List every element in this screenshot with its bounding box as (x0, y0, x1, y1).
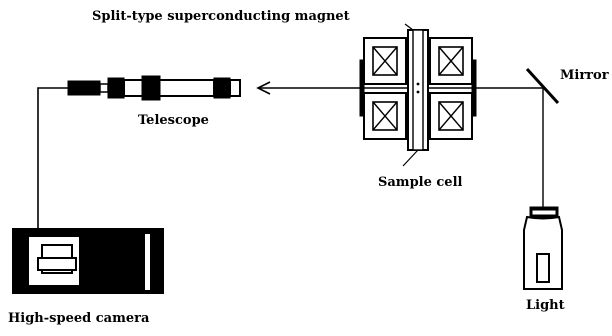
telescope-label: Telescope (138, 113, 209, 128)
camera-label: High-speed camera (8, 311, 150, 326)
coil-bottom-right (429, 92, 473, 140)
light-label: Light (526, 298, 565, 313)
mirror (525, 67, 560, 105)
coil-top-left (363, 37, 407, 85)
magnet-label: Split-type superconducting magnet (92, 9, 350, 24)
mirror-label: Mirror (560, 68, 609, 83)
telescope (67, 75, 241, 101)
camera-cable (37, 87, 68, 228)
light-source (523, 206, 563, 290)
sample-cell-label: Sample cell (378, 175, 463, 190)
beam-path (256, 81, 544, 207)
magnet-leader (404, 23, 414, 31)
sample-cell-leader (402, 149, 419, 167)
coil-bottom-left (363, 92, 407, 140)
magnet (359, 29, 477, 151)
coil-top-right (429, 37, 473, 85)
high-speed-camera (12, 228, 164, 294)
